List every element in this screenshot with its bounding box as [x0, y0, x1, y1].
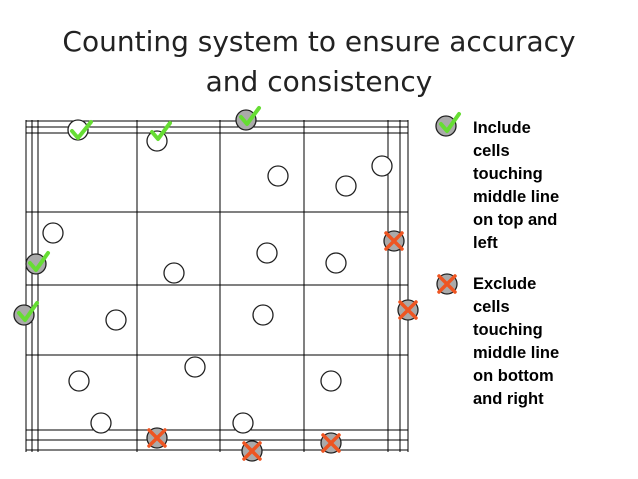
legend-include-line: Include: [473, 119, 531, 137]
cell: [184, 356, 206, 378]
excluded-cell: [320, 432, 342, 454]
cell: [371, 155, 393, 177]
included-cells: [13, 106, 261, 326]
excluded-cell: [397, 299, 419, 321]
legend-exclude-line: touching: [473, 321, 543, 339]
excluded-cell: [241, 440, 263, 462]
legend-exclude-text: Exclude cells touching middle line on bo…: [473, 273, 613, 411]
legend-include-line: middle line: [473, 188, 560, 206]
cell: [320, 370, 342, 392]
slide-title: Counting system to ensure accuracy and c…: [0, 22, 638, 102]
cell: [232, 412, 254, 434]
title-line-2: and consistency: [205, 65, 433, 98]
cell: [325, 252, 347, 274]
legend-exclude-line: Exclude: [473, 275, 537, 293]
cell: [256, 242, 278, 264]
cell: [42, 222, 64, 244]
excluded-cells: [146, 230, 419, 462]
legend-include-text: Include cells touching middle line on to…: [473, 117, 613, 255]
cell: [90, 412, 112, 434]
included-cell: [67, 119, 93, 141]
cell: [335, 175, 357, 197]
legend-include-line: left: [473, 234, 498, 252]
excluded-cell: [146, 427, 168, 449]
legend-include-line: on top and: [473, 211, 558, 229]
excluded-cell: [383, 230, 405, 252]
included-cell: [235, 106, 261, 131]
legend-exclude-line: and right: [473, 390, 544, 408]
included-cell: [146, 121, 172, 152]
legend-exclude-line: middle line: [473, 344, 560, 362]
cell: [163, 262, 185, 284]
legend-include-line: touching: [473, 165, 543, 183]
check-icon: [435, 112, 461, 137]
legend-exclude-line: cells: [473, 298, 510, 316]
cell: [105, 309, 127, 331]
legend-exclude-line: on bottom: [473, 367, 554, 385]
cross-icon: [436, 273, 458, 295]
included-cell: [13, 301, 39, 326]
cell: [267, 165, 289, 187]
legend-include-line: cells: [473, 142, 510, 160]
hemocytometer-grid: [25, 120, 409, 452]
cell: [68, 370, 90, 392]
title-line-1: Counting system to ensure accuracy: [62, 25, 576, 58]
included-cell: [25, 251, 50, 275]
cell: [252, 304, 274, 326]
